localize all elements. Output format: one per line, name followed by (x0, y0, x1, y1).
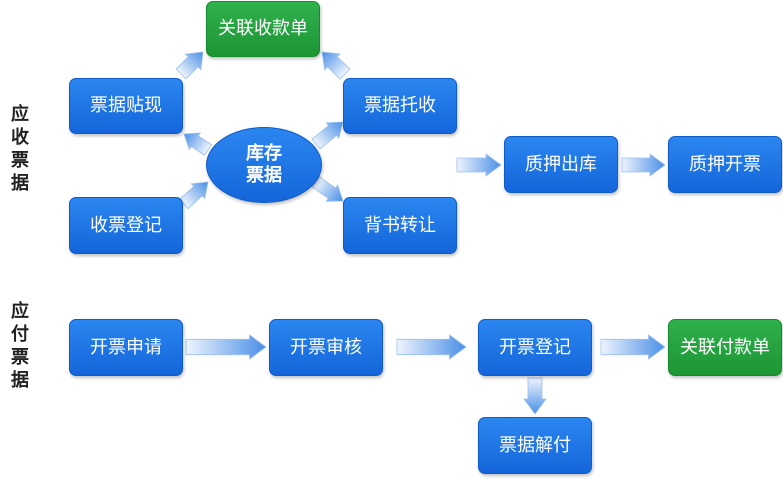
arrow-apply-to-review (185, 334, 267, 360)
pledge-out-node[interactable]: 质押出库 (504, 136, 618, 193)
bill-release-node[interactable]: 票据解付 (478, 417, 592, 474)
arrow-register-to-release (523, 377, 547, 415)
arrow-review-to-register (396, 334, 467, 360)
arrow-collection-to-receipt (321, 51, 351, 80)
related-payment-node[interactable]: 关联付款单 (668, 319, 782, 376)
arrow-inventory-to-discount (183, 132, 213, 156)
issue-register-node[interactable]: 开票登记 (478, 319, 592, 376)
arrow-register-to-payment (600, 334, 666, 360)
arrow-inventory-to-pledge-out (456, 153, 502, 177)
payable-section-label: 应付票据 (11, 301, 29, 391)
bill-discount-node[interactable]: 票据贴现 (69, 78, 183, 134)
pledge-issue-node[interactable]: 质押开票 (668, 136, 782, 193)
receivable-section-label: 应收票据 (11, 104, 29, 194)
arrow-discount-to-receipt (175, 51, 204, 80)
bill-collection-node[interactable]: 票据托收 (343, 78, 457, 134)
inventory-bill-node[interactable]: 库存票据 (206, 127, 322, 203)
arrow-inventory-to-endorse (311, 176, 344, 202)
receive-register-node[interactable]: 收票登记 (69, 197, 183, 254)
related-receipt-node[interactable]: 关联收款单 (206, 1, 320, 57)
issue-review-node[interactable]: 开票审核 (269, 319, 383, 376)
arrow-inventory-to-collection (311, 121, 344, 150)
inventory-bill-label: 库存票据 (246, 143, 282, 186)
arrow-register-to-inventory (179, 181, 209, 210)
issue-apply-node[interactable]: 开票申请 (69, 319, 183, 376)
endorse-transfer-node[interactable]: 背书转让 (343, 197, 457, 254)
arrow-pledge-out-to-issue (621, 153, 666, 177)
